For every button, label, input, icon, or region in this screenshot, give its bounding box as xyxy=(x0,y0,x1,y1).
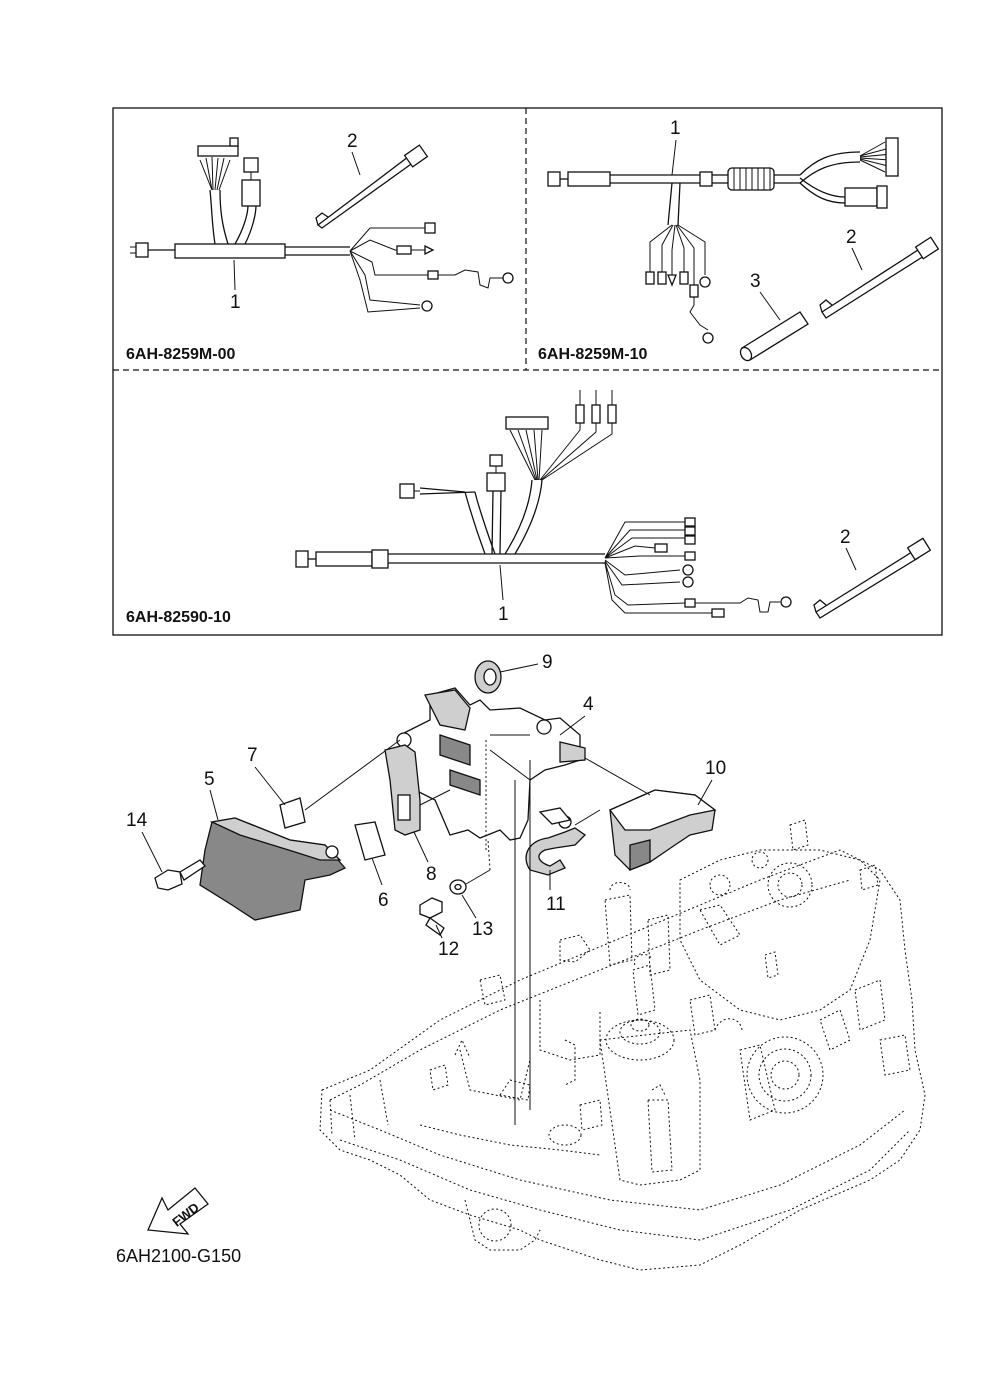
callout-cover: 5 xyxy=(204,769,215,790)
clamp-11 xyxy=(525,807,587,876)
grommet-9 xyxy=(474,660,502,694)
callout-b-tie: 2 xyxy=(840,527,851,548)
plate-7 xyxy=(279,797,306,829)
callout-tr-tube: 3 xyxy=(750,271,761,292)
part-number-tr: 6AH-8259M-10 xyxy=(538,346,647,363)
callout-bolt-14: 14 xyxy=(126,810,148,831)
harness-6ah-8259m-10 xyxy=(547,137,899,344)
engine-outline xyxy=(319,819,926,1271)
callout-bracket: 4 xyxy=(583,694,594,715)
callout-washer: 13 xyxy=(472,919,493,940)
bracket-4 xyxy=(396,687,586,841)
harness-6ah-8259m-00 xyxy=(130,137,514,313)
callout-box-cover: 10 xyxy=(705,758,726,779)
cover-5 xyxy=(199,817,347,921)
washer-13 xyxy=(449,879,467,895)
cable-tie-b xyxy=(813,537,932,619)
callout-plate-7: 7 xyxy=(247,745,258,766)
part-number-b: 6AH-82590-10 xyxy=(126,609,231,626)
plate-6 xyxy=(354,821,386,861)
callout-grommet: 9 xyxy=(542,652,553,673)
callout-plate-6: 6 xyxy=(378,890,389,911)
callout-tl-harness: 1 xyxy=(230,292,241,313)
callout-tr-harness: 1 xyxy=(670,118,681,139)
callout-clamp: 11 xyxy=(546,894,566,915)
cable-tie-tr xyxy=(819,236,940,319)
callout-clip-8: 8 xyxy=(426,864,437,885)
cable-tie-tl xyxy=(315,144,429,229)
callout-tl-tie: 2 xyxy=(347,131,358,152)
tube-3 xyxy=(739,311,809,362)
kit-frame xyxy=(112,107,943,636)
box-cover-10 xyxy=(608,789,717,871)
clip-8 xyxy=(384,744,421,836)
callout-b-harness: 1 xyxy=(498,604,509,625)
part-number-tl: 6AH-8259M-00 xyxy=(126,346,235,363)
harness-6ah-82590-10 xyxy=(295,390,792,618)
fwd-arrow: FWD xyxy=(147,1187,209,1235)
callout-bolt-12: 12 xyxy=(438,939,459,960)
bolt-14 xyxy=(154,859,206,891)
figure-code: 6AH2100-G150 xyxy=(116,1246,241,1266)
bolt-12 xyxy=(419,897,445,936)
corrugated-tube xyxy=(727,167,775,191)
callout-tr-tie: 2 xyxy=(846,227,857,248)
